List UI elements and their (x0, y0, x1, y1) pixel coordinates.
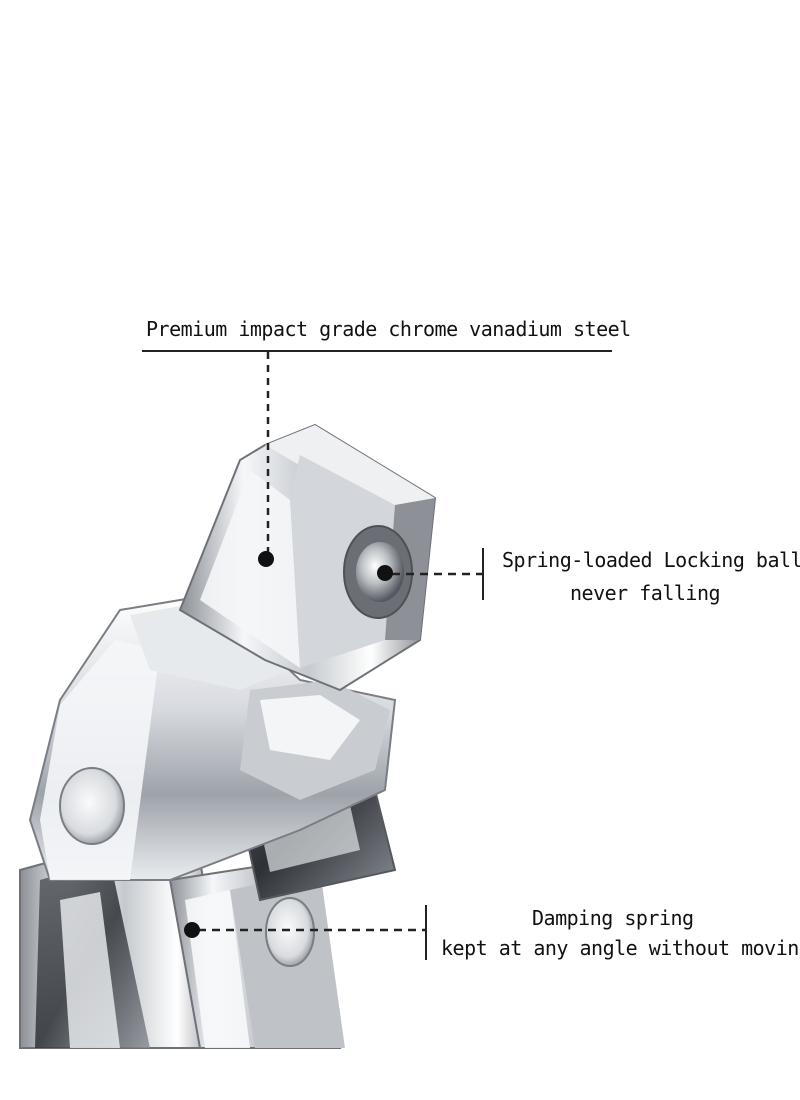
callout-underline (142, 350, 612, 352)
callout-damping-spring-line2: kept at any angle without moving (441, 936, 800, 960)
marker-dot-damping-spring (184, 922, 200, 938)
callout-bracket-damping-spring (425, 905, 427, 960)
callout-bracket-locking-ball (482, 548, 484, 600)
callout-damping-spring-line1: Damping spring (532, 906, 694, 930)
callout-locking-ball-line2: never falling (570, 581, 721, 605)
callout-material: Premium impact grade chrome vanadium ste… (146, 317, 631, 341)
square-drive (178, 423, 437, 692)
marker-dot-material (258, 551, 274, 567)
pivot-pin-lower (265, 897, 315, 967)
marker-dot-locking-ball (377, 565, 393, 581)
callout-locking-ball-line1: Spring-loaded Locking ball (502, 548, 800, 572)
pivot-pin-upper (59, 767, 125, 845)
